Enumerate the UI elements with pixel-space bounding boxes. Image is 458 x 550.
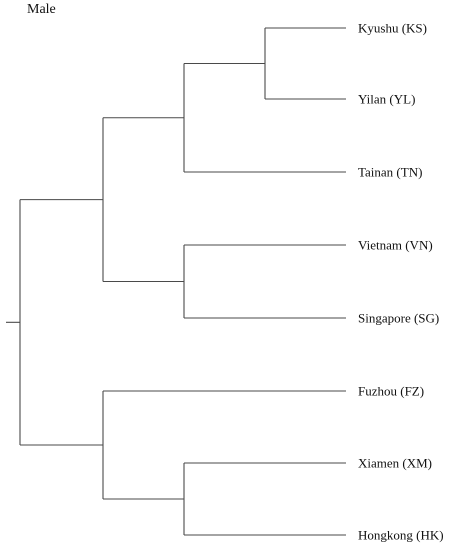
leaf-label-yl: Yilan (YL)	[358, 92, 415, 107]
leaf-label-sg: Singapore (SG)	[358, 311, 439, 326]
leaf-label-xm: Xiamen (XM)	[358, 456, 432, 471]
leaf-label-hk: Hongkong (HK)	[358, 528, 444, 543]
leaf-label-fz: Fuzhou (FZ)	[358, 384, 424, 399]
dendrogram-title: Male	[27, 2, 56, 17]
leaf-label-ks: Kyushu (KS)	[358, 21, 427, 36]
leaf-label-vn: Vietnam (VN)	[358, 238, 433, 253]
leaf-label-tn: Tainan (TN)	[358, 165, 422, 180]
